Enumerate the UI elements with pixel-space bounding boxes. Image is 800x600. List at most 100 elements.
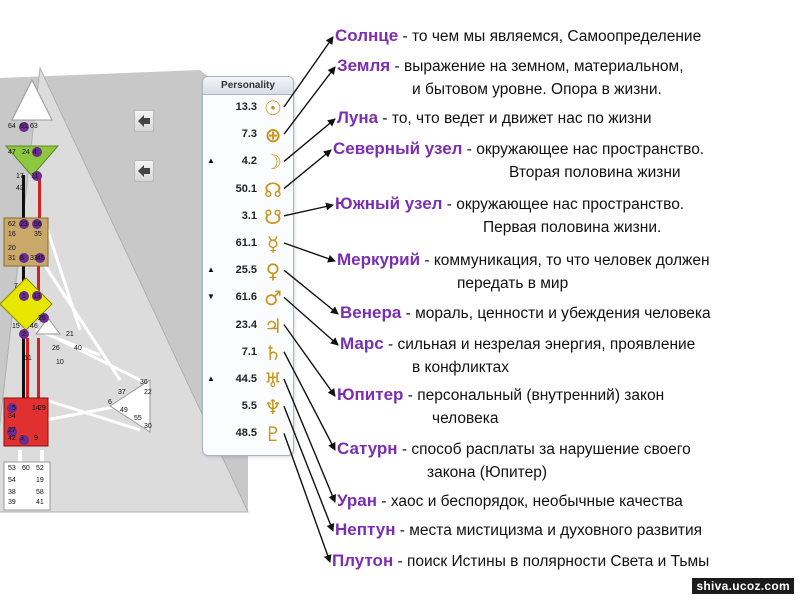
gate-number: 36 bbox=[140, 379, 148, 386]
gate-line-value: 7.1 bbox=[241, 345, 257, 358]
planet-name: Уран bbox=[337, 491, 378, 510]
planet-description: персональный (внутренний) закон bbox=[417, 387, 665, 404]
description-jupiter: Юпитер - персональный (внутренний) закон… bbox=[337, 385, 665, 427]
mars-glyph-icon: ♂ bbox=[264, 286, 282, 311]
defined-gates bbox=[7, 122, 49, 445]
planet-row-jupiter: 23.4♃ bbox=[203, 314, 293, 338]
planet-description: окружающее нас пространство. bbox=[476, 141, 705, 158]
gate-number: 49 bbox=[120, 407, 128, 414]
planet-row-moon: ▲4.2☽ bbox=[203, 150, 293, 174]
planet-name: Меркурий bbox=[337, 250, 421, 269]
gate-number: 29 bbox=[38, 405, 46, 412]
description-neptune: Нептун - места мистицизма и духовного ра… bbox=[335, 520, 702, 540]
spleen-center-right bbox=[109, 379, 151, 433]
planet-name: Южный узел bbox=[335, 194, 443, 213]
personality-panel: Personality 13.3☉7.3⊕▲4.2☽50.1☊3.1☋61.1☿… bbox=[202, 76, 294, 456]
gate-number: 21 bbox=[66, 331, 74, 338]
separator: - bbox=[395, 522, 410, 539]
gate-number: 22 bbox=[144, 389, 152, 396]
gate-line-value: 5.5 bbox=[241, 400, 257, 413]
planet-name: Сатурн bbox=[337, 439, 398, 458]
gate-number: 55 bbox=[134, 415, 142, 422]
planet-description: мораль, ценности и убеждения человека bbox=[415, 305, 711, 322]
planet-description: сильная и незрелая энергия, проявление bbox=[397, 336, 696, 353]
north-node-glyph-icon: ☊ bbox=[264, 177, 282, 202]
earth-glyph-icon: ⊕ bbox=[264, 123, 282, 148]
saturn-glyph-icon: ♄ bbox=[264, 340, 282, 365]
planet-name: Юпитер bbox=[337, 385, 404, 404]
separator: - bbox=[398, 28, 412, 45]
gate-number: 54 bbox=[8, 477, 16, 484]
separator: - bbox=[397, 441, 412, 458]
separator: - bbox=[377, 493, 391, 510]
planet-description-line2: человека bbox=[432, 410, 499, 427]
gate-number: 8 bbox=[20, 255, 24, 262]
gate-number: 33 bbox=[30, 255, 38, 262]
jupiter-glyph-icon: ♃ bbox=[264, 313, 282, 338]
gate-number: 53 bbox=[8, 465, 16, 472]
gate-number: 20 bbox=[8, 245, 16, 252]
planet-description: способ расплаты за нарушение своего bbox=[411, 441, 691, 458]
gate-number: 10 bbox=[56, 359, 64, 366]
description-sun: Солнце - то чем мы являемся, Самоопредел… bbox=[335, 26, 701, 46]
south-node-glyph-icon: ☋ bbox=[264, 204, 282, 229]
planet-name: Плутон bbox=[332, 551, 394, 570]
planet-description: выражение на земном, материальном, bbox=[403, 58, 684, 75]
back-button-top[interactable] bbox=[134, 110, 154, 132]
planet-row-neptune: 5.5 ♆ bbox=[203, 395, 293, 419]
planet-row-north_node: 50.1 ☊ bbox=[203, 178, 293, 202]
neptune-glyph-icon: ♆ bbox=[264, 395, 282, 420]
gate-number: 52 bbox=[36, 465, 44, 472]
gate-number: 63 bbox=[30, 123, 38, 130]
gate-number: 34 bbox=[8, 413, 16, 420]
separator: - bbox=[378, 110, 392, 127]
planet-description-line2: Первая половина жизни. bbox=[483, 219, 662, 236]
gate-number: 17 bbox=[16, 173, 24, 180]
gate-number: 14 bbox=[32, 405, 40, 412]
description-uranus: Уран - хаос и беспорядок, необычные каче… bbox=[337, 491, 683, 511]
description-north_node: Северный узел - окружающее нас пространс… bbox=[333, 139, 705, 181]
back-button-bottom[interactable] bbox=[134, 160, 154, 182]
description-mercury: Меркурий - коммуникация, то что человек … bbox=[337, 250, 710, 292]
description-pluto: Плутон - поиск Истины в полярности Света… bbox=[332, 551, 709, 571]
gate-number: 3 bbox=[20, 435, 24, 442]
separator: - bbox=[401, 305, 416, 322]
planet-row-south_node: 3.1☋ bbox=[203, 205, 293, 229]
separator: - bbox=[462, 141, 477, 158]
activation-marker: ▲ bbox=[207, 374, 215, 383]
pluto-glyph-icon: ♇ bbox=[264, 422, 282, 447]
separator: - bbox=[442, 196, 457, 213]
planet-name: Солнце bbox=[335, 26, 399, 45]
gate-number: 5 bbox=[12, 405, 16, 412]
gate-number: 64 bbox=[8, 123, 16, 130]
moon-glyph-icon: ☽ bbox=[264, 150, 282, 175]
gate-number: 58 bbox=[36, 489, 44, 496]
gate-number: 51 bbox=[24, 355, 32, 362]
planet-description: то, что ведет и движет нас по жизни bbox=[391, 110, 652, 127]
description-south_node: Южный узел - окружающее нас пространство… bbox=[335, 194, 684, 236]
gate-number: 37 bbox=[118, 389, 126, 396]
gate-number: 35 bbox=[34, 231, 42, 238]
gate-number: 43 bbox=[16, 185, 24, 192]
gate-line-value: 50.1 bbox=[235, 182, 257, 195]
gate-number: 11 bbox=[31, 173, 38, 180]
mercury-glyph-icon: ☿ bbox=[266, 232, 280, 256]
gate-number: 30 bbox=[144, 423, 152, 430]
gate-number: 62 bbox=[8, 221, 16, 228]
separator: - bbox=[403, 387, 418, 404]
planet-description: коммуникация, то что человек должен bbox=[433, 252, 710, 269]
gate-line-value: 4.2 bbox=[241, 155, 257, 168]
ajna-center bbox=[4, 145, 60, 177]
gate-number: 38 bbox=[8, 489, 16, 496]
planet-row-venus: ▲25.5♀ bbox=[203, 259, 293, 283]
planet-name: Нептун bbox=[335, 520, 396, 539]
gate-line-value: 61.1 bbox=[235, 237, 257, 249]
planet-name: Земля bbox=[337, 56, 391, 75]
planet-description-line2: и бытовом уровне. Опора в жизни. bbox=[412, 81, 662, 98]
uranus-glyph-icon: ♅ bbox=[264, 368, 282, 392]
arrow-left-icon bbox=[138, 165, 150, 177]
gate-line-value: 44.5 bbox=[235, 373, 257, 385]
root-center bbox=[3, 461, 51, 511]
